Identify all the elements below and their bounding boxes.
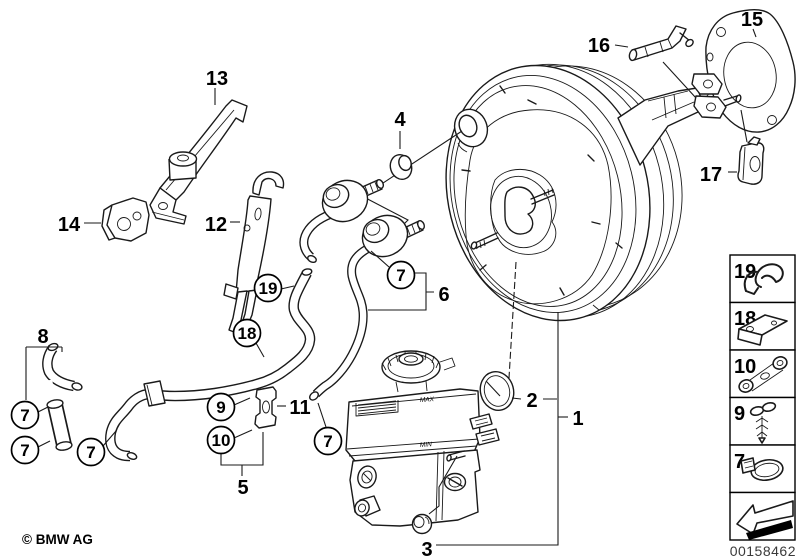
hose-clip-icon (743, 263, 784, 295)
label-17[interactable]: 17 (700, 164, 722, 186)
svg-text:19: 19 (734, 261, 756, 283)
grommet-11-drawing (254, 386, 277, 429)
o-ring-drawing (479, 370, 515, 412)
label-15[interactable]: 15 (741, 9, 763, 31)
svg-text:7: 7 (734, 451, 745, 473)
svg-text:7: 7 (20, 406, 29, 425)
hose-8-drawing (42, 342, 83, 451)
leader-lines (25, 28, 757, 546)
callout-7-valve[interactable]: 7 (386, 260, 416, 290)
retaining-clip-drawing (737, 109, 765, 185)
brake-booster-drawing (445, 9, 796, 322)
label-1[interactable]: 1 (572, 408, 583, 430)
reservoir-max-marking: MAX (420, 396, 435, 404)
svg-text:9: 9 (734, 403, 745, 425)
callout-7-elbow[interactable]: 7 (10, 400, 40, 430)
diagram-number: 00158462 (730, 543, 796, 559)
callout-7-sleeve[interactable]: 7 (10, 435, 40, 465)
copyright-text: © BMW AG (22, 532, 93, 547)
label-5[interactable]: 5 (237, 477, 248, 499)
panel-item-19[interactable]: 19 (729, 254, 796, 304)
callout-7-hose-end[interactable]: 7 (76, 437, 106, 467)
part-labels: 1 2 3 4 5 6 8 11 12 13 14 15 16 17 (37, 9, 763, 559)
label-13[interactable]: 13 (206, 68, 228, 90)
label-8[interactable]: 8 (37, 326, 48, 348)
master-cylinder-drawing: MAX MIN (345, 261, 517, 527)
callout-9[interactable]: 9 (206, 392, 236, 422)
svg-text:7: 7 (396, 266, 405, 285)
mounting-studs (470, 187, 555, 250)
svg-text:7: 7 (86, 443, 95, 462)
check-valve-a-drawing (299, 179, 385, 264)
svg-text:10: 10 (212, 431, 231, 450)
callout-7-hose6-end[interactable]: 7 (313, 426, 343, 456)
callout-18[interactable]: 18 (232, 318, 262, 348)
svg-text:9: 9 (216, 398, 225, 417)
expanding-rivet-icon (749, 401, 777, 444)
pushrod-neck (617, 73, 742, 166)
damper-pad-drawing (101, 197, 150, 242)
svg-text:18: 18 (238, 324, 257, 343)
panel-item-7[interactable]: 7 (729, 444, 796, 494)
label-4[interactable]: 4 (394, 109, 406, 131)
label-2[interactable]: 2 (526, 390, 537, 412)
link-strap-icon (738, 356, 788, 393)
reservoir-min-marking: MIN (420, 441, 433, 449)
bracket-icon (737, 314, 788, 346)
svg-text:7: 7 (323, 432, 332, 451)
label-12[interactable]: 12 (205, 214, 227, 236)
hose-band (143, 380, 166, 407)
grommet-3-drawing (411, 455, 458, 535)
parts-panel: 19 18 10 (729, 254, 796, 541)
label-14[interactable]: 14 (58, 214, 81, 236)
label-11[interactable]: 11 (289, 397, 310, 419)
panel-item-10[interactable]: 10 (729, 349, 796, 399)
hose-clamp-icon (740, 457, 784, 482)
direction-arrow-icon (736, 500, 794, 540)
rim-ticks (461, 85, 623, 296)
gasket-drawing (705, 9, 796, 133)
label-6[interactable]: 6 (438, 284, 449, 306)
callout-19[interactable]: 19 (253, 273, 283, 303)
bracket-13-drawing (149, 99, 248, 225)
vacuum-hose-long-drawing (105, 268, 316, 462)
hub (490, 175, 552, 249)
vacuum-pipe-drawing (628, 25, 697, 99)
label-16[interactable]: 16 (588, 35, 610, 57)
callout-10[interactable]: 10 (206, 425, 236, 455)
check-valve-b-drawing (309, 214, 426, 401)
svg-text:10: 10 (734, 356, 756, 378)
circled-callouts: 19 18 9 10 7 7 7 7 (10, 260, 416, 467)
svg-text:7: 7 (20, 441, 29, 460)
svg-text:19: 19 (259, 279, 278, 298)
panel-item-arrow[interactable] (729, 491, 796, 541)
panel-item-9[interactable]: 9 (729, 396, 796, 446)
label-3[interactable]: 3 (421, 539, 432, 559)
grommet-4-drawing (389, 153, 413, 181)
mounting-boss (453, 108, 489, 153)
panel-item-18[interactable]: 18 (729, 301, 796, 351)
